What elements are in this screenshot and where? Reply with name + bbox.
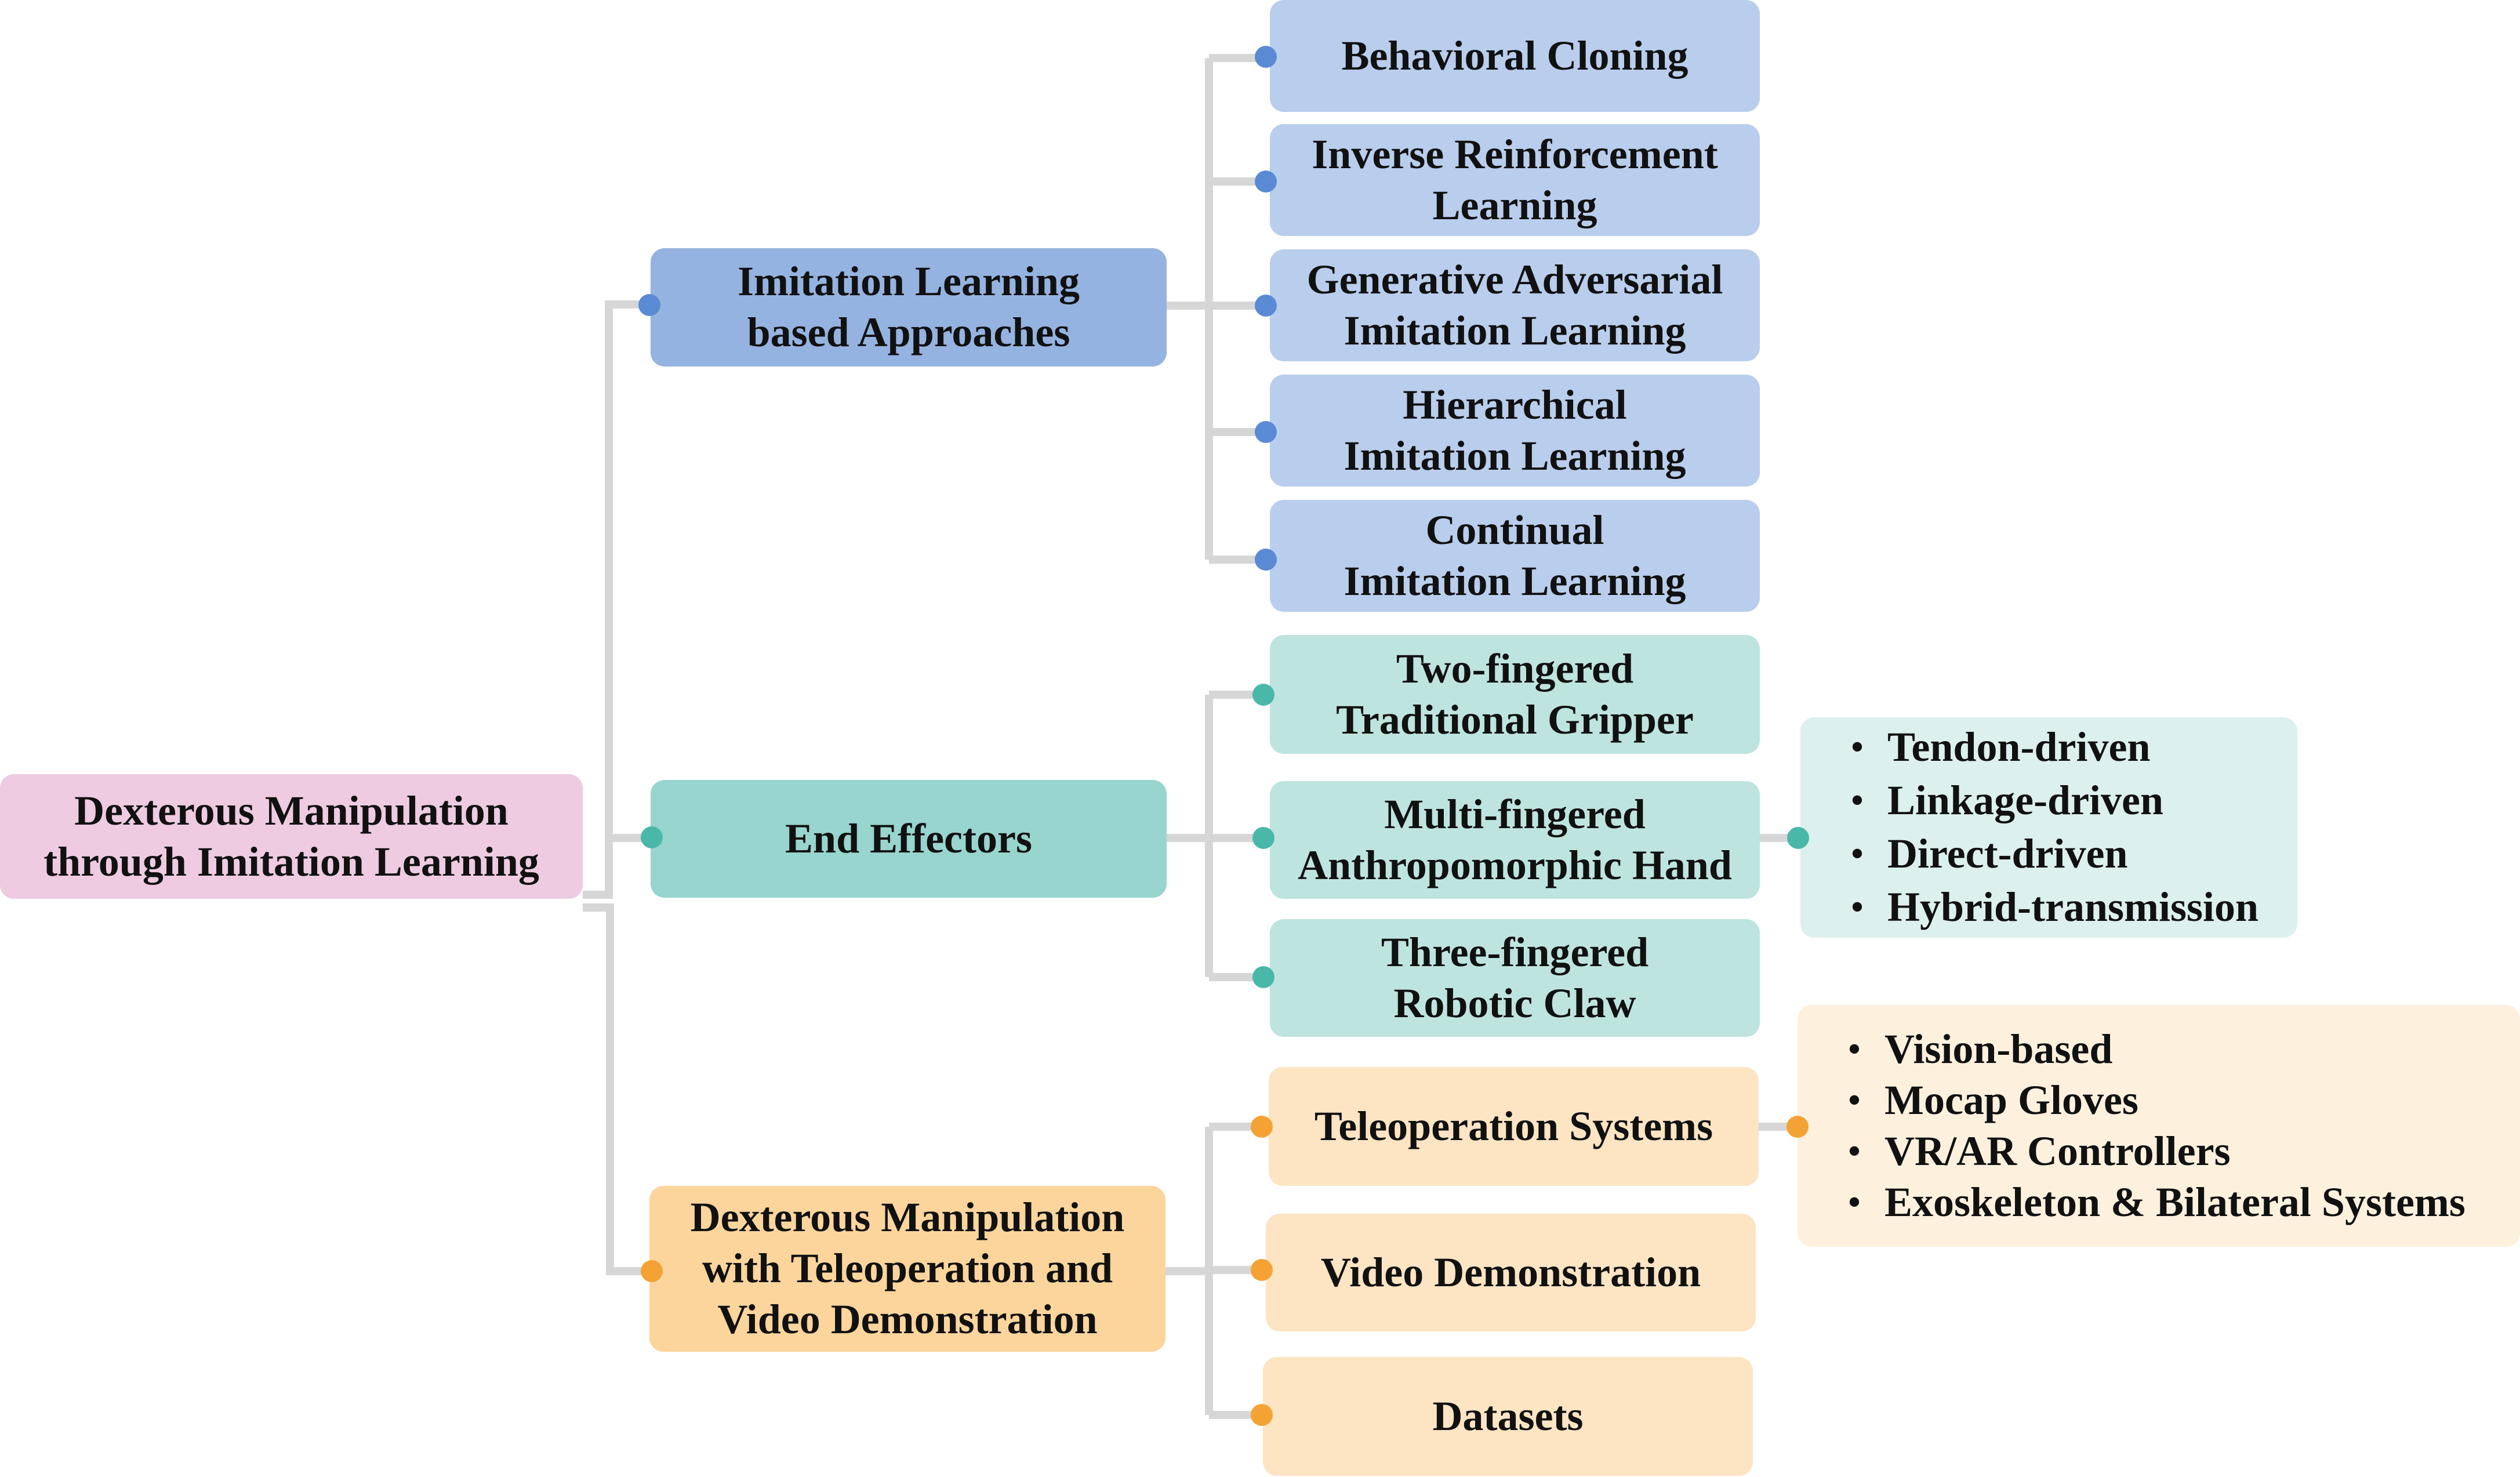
datasets-connector-dot [1251,1404,1273,1426]
generative-adversarial-imitation-learning-node: Generative Adversarial Imitation Learnin… [1270,249,1760,361]
teleoperation-video-connector-dot [641,1260,663,1282]
hierarchical-il-connector-dot [1255,421,1277,443]
list-item: • Mocap Gloves [1824,1075,2138,1126]
end-effectors-connector-dot [641,826,663,848]
gail-connector-dot [1255,295,1277,317]
continual-imitation-learning-node: Continual Imitation Learning [1270,500,1760,612]
bullet-icon: • [1851,728,1864,767]
list-item: • Vision-based [1824,1024,2112,1075]
teleoperation-interface-connector-dot [1786,1116,1809,1138]
bullet-icon: • [1848,1131,1861,1170]
teleoperation-video-line-2: with Teleoperation and [702,1245,1113,1292]
end-effectors-line-1: End Effectors [785,815,1032,862]
teleoperation-video-line-1: Dexterous Manipulation [690,1194,1125,1241]
imitation-learning-node: Imitation Learning based Approaches [651,248,1167,366]
list-item-label: Direct-driven [1887,830,2128,877]
three-fingered-connector-dot [1252,966,1274,988]
list-item-label: VR/AR Controllers [1884,1127,2231,1174]
list-item: • VR/AR Controllers [1824,1126,2231,1177]
multi-fingered-line-1: Multi-fingered [1384,790,1646,837]
continual-il-connector-dot [1255,549,1277,571]
bullet-icon: • [1848,1182,1861,1221]
two-fingered-connector-dot [1252,684,1274,706]
imitation-learning-connector-dot [638,294,660,316]
teleoperation-video-line-3: Video Demonstration [717,1295,1098,1342]
hierarchical-il-line-1: Hierarchical [1403,381,1627,428]
list-item-label: Mocap Gloves [1884,1076,2138,1123]
hand-transmission-list: • Tendon-driven • Linkage-driven • Direc… [1800,717,2297,938]
inverse-reinforcement-learning-node: Inverse Reinforcement Learning [1270,124,1760,236]
inverse-rl-connector-dot [1255,170,1277,193]
list-item-label: Linkage-driven [1887,777,2164,824]
behavioral-cloning-node: Behavioral Cloning [1270,0,1760,112]
two-fingered-line-1: Two-fingered [1396,645,1634,692]
root-node-line-2: through Imitation Learning [43,838,539,885]
imitation-learning-line-2: based Approaches [747,309,1070,355]
bullet-icon: • [1848,1029,1861,1068]
bullet-icon: • [1851,834,1864,873]
list-item: • Tendon-driven [1827,721,2150,774]
teleoperation-systems-line-1: Teleoperation Systems [1314,1102,1713,1149]
teleoperation-systems-connector-dot [1251,1116,1273,1138]
list-item: • Direct-driven [1827,828,2128,881]
end-effectors-node: End Effectors [651,780,1167,898]
imitation-learning-line-1: Imitation Learning [737,258,1080,305]
gail-line-1: Generative Adversarial [1306,256,1723,303]
list-item: • Exoskeleton & Bilateral Systems [1824,1177,2465,1228]
list-item-label: Exoskeleton & Bilateral Systems [1884,1178,2465,1225]
root-node: Dexterous Manipulation through Imitation… [0,774,583,899]
bullet-icon: • [1848,1080,1861,1119]
video-demonstration-connector-dot [1251,1259,1273,1281]
continual-il-line-2: Imitation Learning [1343,557,1686,604]
bullet-icon: • [1851,888,1864,927]
inverse-rl-line-2: Learning [1432,182,1597,228]
gail-line-2: Imitation Learning [1343,307,1686,354]
hand-transmission-connector-dot [1787,827,1809,849]
teleoperation-interface-list: • Vision-based • Mocap Gloves • VR/AR Co… [1798,1005,2520,1247]
behavioral-cloning-line-1: Behavioral Cloning [1341,32,1689,79]
root-node-line-1: Dexterous Manipulation [74,787,509,834]
two-fingered-line-2: Traditional Gripper [1336,696,1694,743]
multi-fingered-line-2: Anthropomorphic Hand [1298,841,1732,888]
teleoperation-systems-node: Teleoperation Systems [1269,1067,1759,1186]
list-item: • Linkage-driven [1827,774,2163,828]
video-demonstration-node: Video Demonstration [1266,1214,1756,1331]
multi-fingered-connector-dot [1252,827,1274,849]
bullet-icon: • [1851,781,1864,820]
datasets-line-1: Datasets [1432,1392,1584,1439]
list-item-label: Tendon-driven [1887,724,2151,771]
three-fingered-line-1: Three-fingered [1381,928,1649,975]
hierarchical-imitation-learning-node: Hierarchical Imitation Learning [1270,375,1760,487]
list-item-label: Hybrid-transmission [1887,884,2259,931]
multi-fingered-hand-node: Multi-fingered Anthropomorphic Hand [1270,781,1760,899]
list-item-label: Vision-based [1884,1025,2113,1072]
two-fingered-gripper-node: Two-fingered Traditional Gripper [1270,635,1760,754]
video-demonstration-line-1: Video Demonstration [1320,1249,1701,1295]
continual-il-line-1: Continual [1425,506,1604,553]
datasets-node: Datasets [1263,1357,1753,1476]
behavioral-cloning-connector-dot [1255,46,1277,68]
hierarchical-il-line-2: Imitation Learning [1343,432,1686,479]
three-fingered-claw-node: Three-fingered Robotic Claw [1270,919,1760,1037]
list-item: • Hybrid-transmission [1827,881,2258,934]
three-fingered-line-2: Robotic Claw [1393,979,1636,1026]
inverse-rl-line-1: Inverse Reinforcement [1312,130,1718,177]
teleoperation-video-node: Dexterous Manipulation with Teleoperatio… [649,1186,1165,1352]
